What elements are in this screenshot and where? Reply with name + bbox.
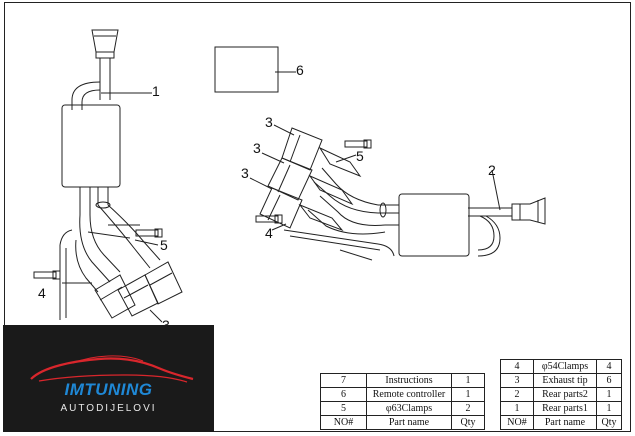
- callout-1: 1: [152, 83, 160, 99]
- table-cell-no: 5: [320, 401, 367, 416]
- table-row: 2 Rear parts2 1: [500, 387, 622, 402]
- table-header-qty: Qty: [451, 415, 485, 430]
- callout-3-low: 3: [241, 165, 249, 181]
- table-cell-no: 3: [500, 373, 534, 388]
- table-row: 7 Instructions 1: [320, 373, 485, 388]
- logo-brand-text: IMTUNING: [64, 380, 153, 399]
- parts-table-right: 4 φ54Clamps 4 3 Exhaust tip 6 2 Rear par…: [500, 359, 622, 430]
- callout-3-top: 3: [265, 114, 273, 130]
- table-cell-qty: 1: [451, 387, 485, 402]
- table-cell-name: Rear parts1: [533, 401, 597, 416]
- table-cell-qty: 2: [451, 401, 485, 416]
- table-header-name: Part name: [533, 415, 597, 430]
- table-cell-no: 2: [500, 387, 534, 402]
- callout-6: 6: [296, 62, 304, 78]
- table-cell-qty: 1: [596, 401, 622, 416]
- table-cell-qty: 6: [596, 373, 622, 388]
- right-assembly: [249, 124, 546, 261]
- table-cell-no: 4: [500, 359, 534, 374]
- table-cell-qty: 1: [596, 387, 622, 402]
- table-cell-qty: 1: [451, 373, 485, 388]
- table-header-qty: Qty: [596, 415, 622, 430]
- table-cell-name: Rear parts2: [533, 387, 597, 402]
- table-row: 6 Remote controller 1: [320, 387, 485, 402]
- logo-subtitle-text: AUTODIJELOVI: [60, 403, 157, 414]
- callout-2: 2: [488, 162, 496, 178]
- table-cell-no: 1: [500, 401, 534, 416]
- table-header-row: NO# Part name Qty: [320, 415, 485, 430]
- table-row: 4 φ54Clamps 4: [500, 359, 622, 374]
- table-cell-qty: 4: [596, 359, 622, 374]
- car-silhouette-icon: [30, 355, 194, 383]
- callout-4-left: 4: [38, 285, 46, 301]
- table-cell-no: 6: [320, 387, 367, 402]
- table-cell-name: φ54Clamps: [533, 359, 597, 374]
- parts-table-left: 7 Instructions 1 6 Remote controller 1 5…: [320, 373, 485, 430]
- drawing-frame: [4, 2, 631, 432]
- table-row: 5 φ63Clamps 2: [320, 401, 485, 416]
- table-cell-name: Instructions: [366, 373, 452, 388]
- table-row: 1 Rear parts1 1: [500, 401, 622, 416]
- callout-5-left: 5: [160, 237, 168, 253]
- callout-4-right: 4: [265, 225, 273, 241]
- table-cell-name: Remote controller: [366, 387, 452, 402]
- brand-logo: IMTUNING AUTODIJELOVI: [3, 325, 214, 432]
- left-assembly: [33, 29, 183, 323]
- table-header-row: NO# Part name Qty: [500, 415, 622, 430]
- table-cell-name: φ63Clamps: [366, 401, 452, 416]
- callout-5-right: 5: [356, 148, 364, 164]
- table-header-name: Part name: [366, 415, 452, 430]
- callout-3-mid: 3: [253, 140, 261, 156]
- table-cell-no: 7: [320, 373, 367, 388]
- table-row: 3 Exhaust tip 6: [500, 373, 622, 388]
- table-header-no: NO#: [500, 415, 534, 430]
- table-header-no: NO#: [320, 415, 367, 430]
- remote-controller-box: [214, 46, 279, 93]
- table-cell-name: Exhaust tip: [533, 373, 597, 388]
